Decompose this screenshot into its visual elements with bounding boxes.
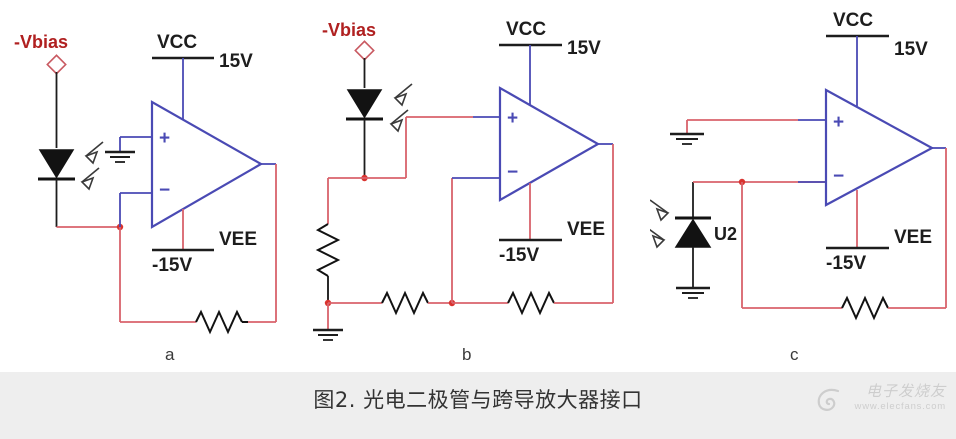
vcc-label-b: VCC (506, 19, 546, 40)
schematic-figure: -Vbias (14, 10, 947, 364)
op-amp-a (150, 100, 264, 229)
panel-label-a: a (165, 345, 175, 364)
bias-label-a: -Vbias (14, 32, 68, 52)
circuit-panel-c: U2 + − VCC 15V VEE -15V (650, 10, 947, 364)
vcc-label-a: VCC (157, 32, 197, 53)
ground-symbol-a (105, 137, 135, 163)
bias-terminal-a (46, 54, 67, 75)
figure-caption: 图2. 光电二极管与跨导放大器接口 (313, 388, 643, 412)
ground-symbol-u2-c (676, 286, 710, 299)
circuit-panel-a: -Vbias (14, 32, 277, 364)
feedback-resistor-a (195, 309, 243, 335)
feedback-resistor-b (507, 290, 555, 316)
photodiode-u2-c (650, 199, 712, 249)
vcc-value-b: 15V (567, 38, 601, 59)
vee-value-b: -15V (499, 245, 539, 266)
photodiode-b (346, 83, 413, 133)
opamp-plus-c: + (833, 112, 844, 133)
vee-label-b: VEE (567, 219, 605, 240)
vee-value-c: -15V (826, 253, 866, 274)
feedback-resistor-c (841, 295, 889, 321)
bias-terminal-b (354, 40, 375, 61)
panel-label-b: b (462, 345, 471, 364)
shunt-resistor-b (315, 223, 341, 277)
vee-label-a: VEE (219, 229, 257, 250)
vcc-value-c: 15V (894, 39, 928, 60)
caption-band (0, 372, 956, 439)
photodiode-a (38, 141, 104, 191)
series-resistor-b (381, 290, 429, 316)
op-amp-c (824, 88, 935, 207)
ground-symbol-c (670, 120, 704, 145)
opamp-minus-c: − (833, 166, 844, 187)
vee-label-c: VEE (894, 227, 932, 248)
bias-label-b: -Vbias (322, 20, 376, 40)
ground-symbol-b (313, 328, 343, 341)
panel-label-c: c (790, 345, 799, 364)
vee-value-a: -15V (152, 255, 192, 276)
opamp-plus-b: + (507, 108, 518, 129)
opamp-minus-a: − (159, 180, 170, 201)
vcc-label-c: VCC (833, 10, 873, 31)
vcc-value-a: 15V (219, 51, 253, 72)
diode-refdes-c: U2 (714, 224, 737, 244)
opamp-minus-b: − (507, 162, 518, 183)
circuit-panel-b: -Vbias (313, 19, 614, 364)
opamp-plus-a: + (159, 128, 170, 149)
op-amp-b (498, 86, 601, 202)
